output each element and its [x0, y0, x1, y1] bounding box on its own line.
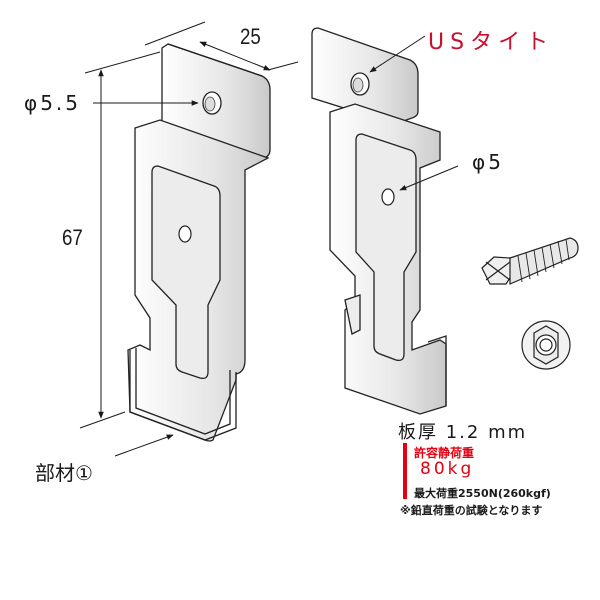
max-load-spec: 最大荷重2550N(260kgf) [414, 487, 551, 500]
width-dimension: 25 [240, 24, 261, 49]
allowable-load-label: 許容静荷重 [414, 446, 475, 460]
left-bracket [127, 43, 271, 442]
hole-right-middle [381, 188, 395, 206]
bolt [481, 237, 579, 285]
hole-diameter-left: φ5.5 [24, 91, 81, 115]
hole-left-middle [178, 225, 192, 243]
height-dimension: 67 [62, 225, 83, 250]
test-note: ※鉛直荷重の試験となります [400, 504, 543, 517]
product-name: USタイト [428, 30, 555, 55]
dimension-lines [79, 21, 459, 457]
load-accent-bar [403, 443, 407, 499]
thickness-spec: 板厚 1.2 mm [398, 422, 528, 443]
nut [521, 320, 571, 370]
part-label: 部材① [35, 461, 93, 485]
allowable-load-value: 80kg [420, 459, 475, 479]
right-bracket [311, 27, 447, 415]
hole-diameter-right: φ5 [472, 150, 504, 174]
